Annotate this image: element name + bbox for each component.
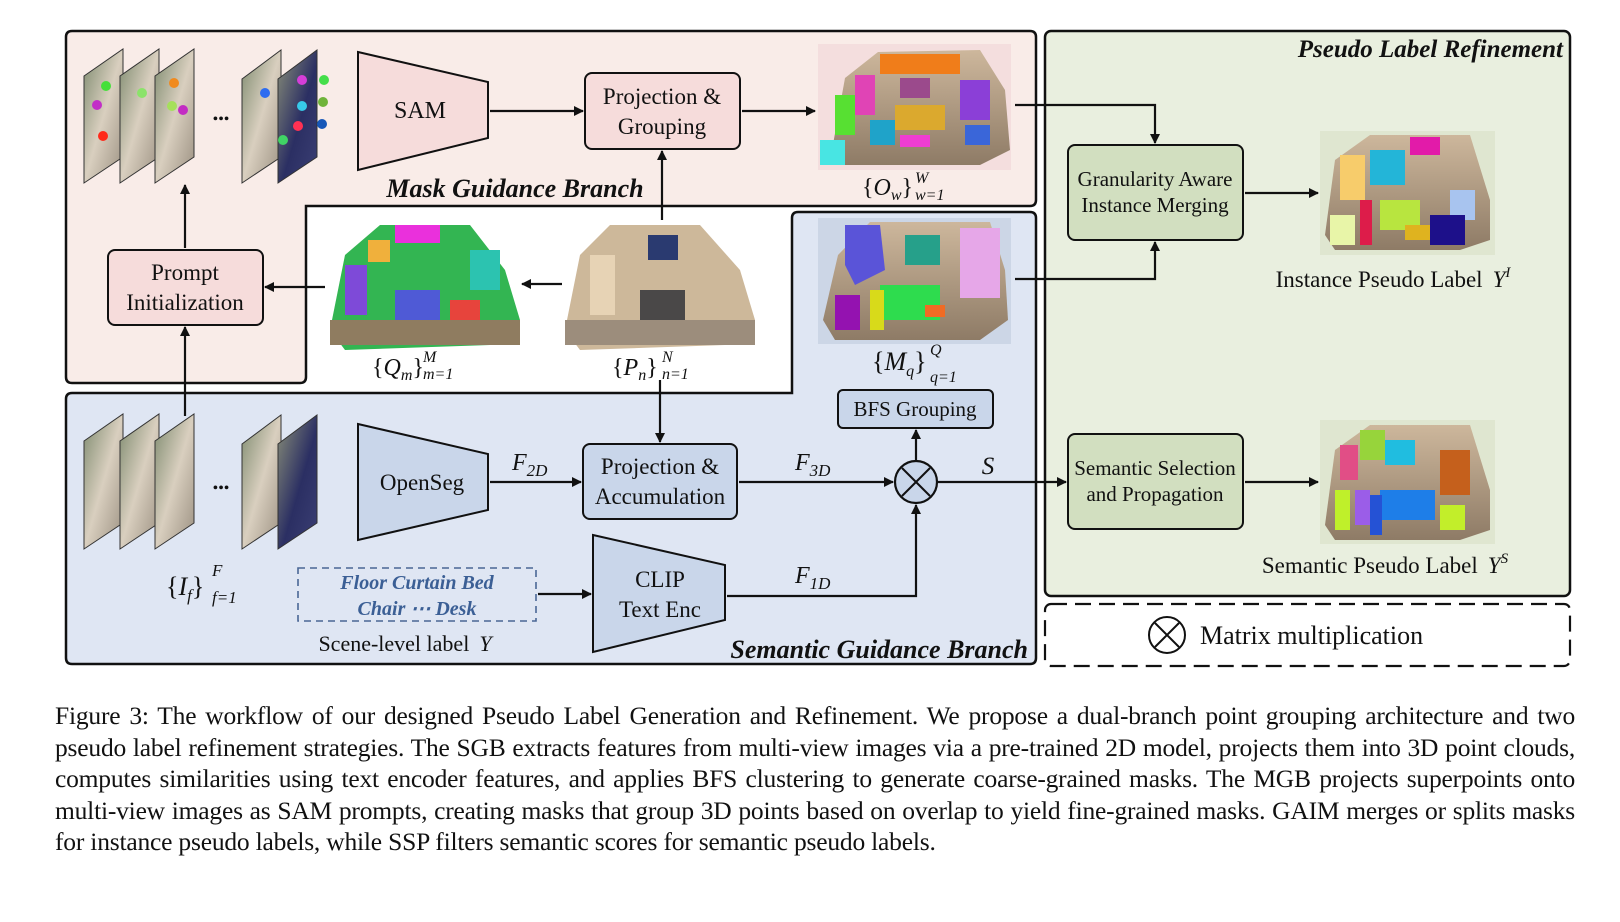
- mask-branch-title: Mask Guidance Branch: [385, 174, 643, 203]
- projection-grouping-label-2: Grouping: [618, 114, 707, 139]
- clip-label-2: Text Enc: [619, 597, 701, 622]
- label-f3d: F3D: [794, 450, 831, 480]
- label-M: {Mq} Q q=1: [872, 342, 957, 386]
- ssp-label-1: Semantic Selection: [1074, 456, 1236, 480]
- svg-text:{Ow}: {Ow}: [862, 175, 913, 204]
- sam-encoder: [357, 50, 489, 172]
- svg-text:N: N: [661, 349, 674, 366]
- svg-text:w=1: w=1: [915, 187, 944, 204]
- image-stack: •••: [83, 413, 318, 550]
- prompted-image-stack: •••: [83, 48, 329, 184]
- gaim-label-2: Instance Merging: [1081, 193, 1229, 217]
- svg-text:W: W: [915, 170, 930, 187]
- gaim-box: [1067, 144, 1244, 241]
- superpoint-pointcloud: [330, 225, 520, 350]
- prompt-init-label-1: Prompt: [151, 260, 219, 285]
- label-Q: {Qm} M m=1: [372, 349, 453, 384]
- workflow-diagram: Mask Guidance Branch Semantic Guidance B…: [64, 29, 1572, 668]
- ellipsis-bottom: •••: [213, 480, 230, 497]
- scene-label-line-2: Chair ⋯ Desk: [358, 598, 477, 620]
- prompt-initialization-box: [107, 249, 264, 326]
- matrix-multiply-node: [893, 459, 939, 505]
- legend-text: Matrix multiplication: [1200, 621, 1423, 650]
- prompt-init-label-2: Initialization: [126, 290, 244, 315]
- svg-text:n=1: n=1: [662, 366, 689, 383]
- bfs-grouping-box: [837, 389, 994, 429]
- sam-label: SAM: [394, 98, 446, 124]
- ellipsis-top: •••: [213, 111, 230, 128]
- scene-label-line-1: Floor Curtain Bed: [339, 572, 494, 594]
- openseg-encoder: [357, 422, 489, 542]
- svg-text:F: F: [211, 561, 223, 580]
- scene-label-box: [297, 567, 537, 622]
- svg-text:{Mq}: {Mq}: [872, 347, 927, 380]
- label-I: {If} F f=1: [166, 561, 237, 607]
- projection-accumulation-box: [582, 443, 738, 520]
- label-f1d: F1D: [794, 563, 831, 593]
- figure-caption: Figure 3: The workflow of our designed P…: [55, 701, 1575, 856]
- clip-text-encoder: [592, 533, 726, 654]
- label-P: {Pn} N n=1: [612, 349, 689, 384]
- label-O: {Ow} W w=1: [862, 170, 944, 204]
- svg-text:Q: Q: [930, 342, 942, 359]
- svg-text:{If}: {If}: [166, 572, 204, 605]
- svg-text:f=1: f=1: [212, 588, 237, 607]
- projection-grouping-box: [584, 72, 741, 150]
- label-s: S: [982, 453, 995, 480]
- bfs-grouping-label: BFS Grouping: [853, 397, 977, 421]
- svg-text:{Qm}: {Qm}: [372, 355, 424, 384]
- svg-text:m=1: m=1: [423, 366, 453, 383]
- instance-pseudo-label-pointcloud: [1320, 131, 1495, 255]
- label-f2d: F2D: [511, 450, 548, 480]
- arrows: [180, 103, 1319, 599]
- semantic-branch-panel: [64, 210, 1038, 666]
- ssp-box: [1067, 433, 1244, 530]
- raw-pointcloud: [565, 225, 755, 350]
- projection-accumulation-label-1: Projection &: [601, 454, 719, 479]
- refinement-title: Pseudo Label Refinement: [1297, 36, 1564, 63]
- fine-mask-pointcloud: [818, 44, 1011, 170]
- semantic-branch-title: Semantic Guidance Branch: [730, 635, 1028, 664]
- svg-text:q=1: q=1: [930, 369, 957, 386]
- coarse-mask-pointcloud: [818, 218, 1011, 344]
- projection-grouping-label-1: Projection &: [603, 84, 721, 109]
- gaim-label-1: Granularity Aware: [1078, 167, 1233, 191]
- openseg-label: OpenSeg: [380, 470, 465, 495]
- legend-multiply-icon: [1148, 616, 1186, 654]
- svg-text:{Pn}: {Pn}: [612, 355, 658, 384]
- clip-label-1: CLIP: [635, 567, 685, 592]
- svg-text:M: M: [422, 349, 438, 366]
- ssp-label-2: and Propagation: [1086, 482, 1224, 506]
- semantic-pseudo-label-pointcloud: [1320, 420, 1495, 544]
- projection-accumulation-label-2: Accumulation: [595, 484, 726, 509]
